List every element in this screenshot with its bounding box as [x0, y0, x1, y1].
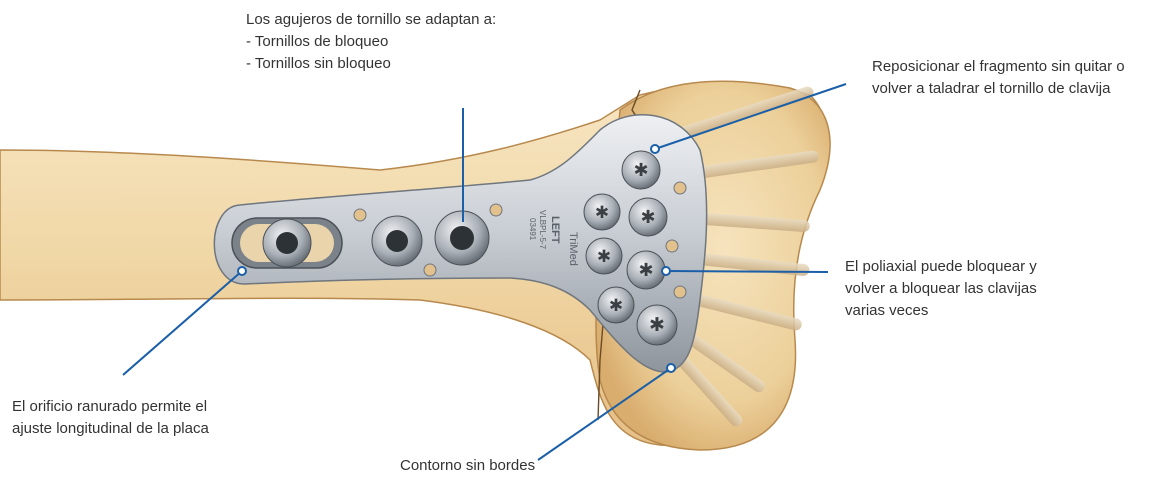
svg-text:✱: ✱	[640, 207, 655, 228]
label-contour: Contorno sin bordes	[400, 455, 535, 477]
label-reposition-line-1: Reposicionar el fragmento sin quitar o	[872, 56, 1125, 78]
engraving-side: LEFT	[549, 216, 561, 244]
label-slotted-hole: El orificio ranurado permite el ajuste l…	[12, 396, 209, 440]
label-reposition-line-2: volver a taladrar el tornillo de clavija	[872, 78, 1125, 100]
svg-text:✱: ✱	[638, 260, 653, 281]
svg-text:✱: ✱	[597, 247, 611, 267]
label-slotted-hole-line-2: ajuste longitudinal de la placa	[12, 418, 209, 440]
label-polyaxial: El poliaxial puede bloquear y volver a b…	[845, 256, 1037, 322]
svg-text:✱: ✱	[649, 314, 665, 336]
label-polyaxial-line-3: varias veces	[845, 300, 1037, 322]
label-contour-line-1: Contorno sin bordes	[400, 455, 535, 477]
callout-line-polyaxial	[666, 271, 828, 272]
label-screw-holes: Los agujeros de tornillo se adaptan a: -…	[246, 9, 496, 75]
label-screw-holes-line-1: Los agujeros de tornillo se adaptan a:	[246, 9, 496, 31]
svg-text:✱: ✱	[595, 203, 609, 223]
engraving-brand: TriMed	[567, 232, 579, 266]
label-screw-holes-line-3: - Tornillos sin bloqueo	[246, 53, 496, 75]
engraving-code: VLBPL-5-7	[538, 210, 547, 250]
engraving-lot: 03491	[528, 218, 537, 241]
label-polyaxial-line-2: volver a bloquear las clavijas	[845, 278, 1037, 300]
svg-text:✱: ✱	[609, 296, 623, 316]
svg-text:✱: ✱	[633, 160, 648, 181]
label-slotted-hole-line-1: El orificio ranurado permite el	[12, 396, 209, 418]
label-screw-holes-line-2: - Tornillos de bloqueo	[246, 31, 496, 53]
label-polyaxial-line-1: El poliaxial puede bloquear y	[845, 256, 1037, 278]
label-reposition: Reposicionar el fragmento sin quitar o v…	[872, 56, 1125, 100]
